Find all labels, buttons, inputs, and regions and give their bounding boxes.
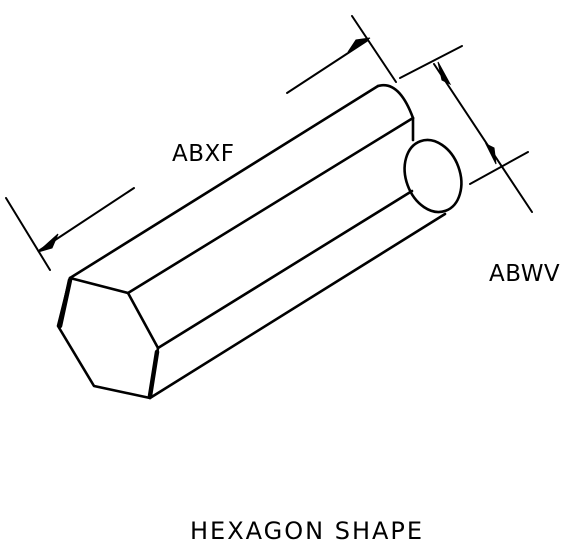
dimension-width-label: ABWV xyxy=(489,261,560,287)
prism-back-end-cap xyxy=(376,83,415,120)
length-arrowhead-left xyxy=(37,233,59,253)
prism-upper-ridge xyxy=(126,116,415,295)
prism-top-edge xyxy=(68,84,380,280)
width-dimension-line xyxy=(433,63,533,213)
hexagon-bar xyxy=(56,83,463,400)
length-extension-line-right xyxy=(351,15,397,83)
width-arrowhead-bottom xyxy=(484,142,497,165)
prism-middle-ridge xyxy=(156,189,414,350)
hexagon-end-face xyxy=(56,276,160,400)
hexagon-shaded-edge-left xyxy=(57,277,73,329)
figure-caption: HEXAGON SHAPE xyxy=(190,517,424,545)
width-extension-line-bottom xyxy=(469,151,529,185)
prism-bottom-edge xyxy=(148,212,447,400)
dimension-width xyxy=(399,45,533,213)
dimension-length-label: ABXF xyxy=(172,141,235,167)
length-extension-line-left xyxy=(5,197,51,271)
width-extension-line-top xyxy=(399,45,463,79)
prism-back-end-ellipse xyxy=(403,138,463,214)
hexagon-shaded-edge-front xyxy=(147,349,160,399)
width-arrowhead-top xyxy=(437,61,452,86)
dimension-length xyxy=(5,15,397,271)
length-arrowhead-right xyxy=(347,37,371,53)
length-dimension-line-upper xyxy=(286,39,369,94)
